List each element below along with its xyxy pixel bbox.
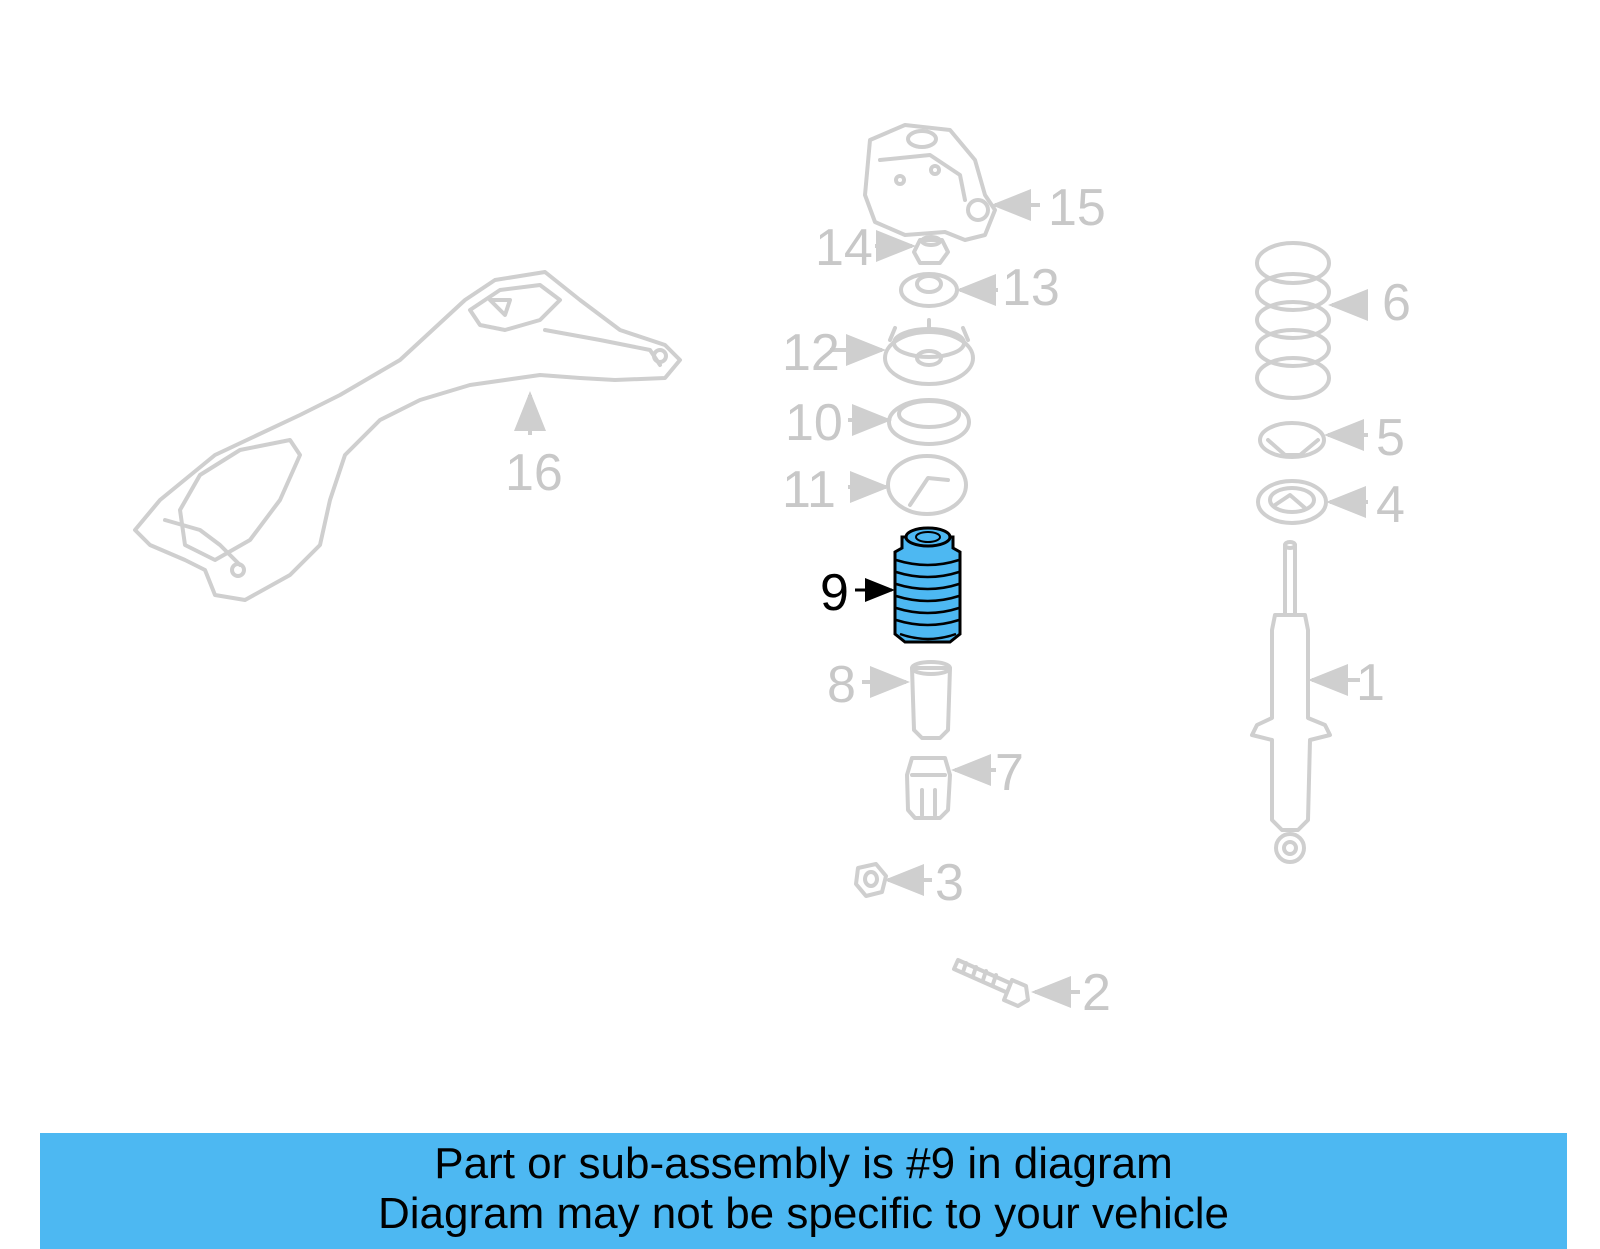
callout-8: 8: [827, 656, 856, 714]
caption-line-2: Diagram may not be specific to your vehi…: [377, 1189, 1230, 1238]
callout-15: 15: [1048, 179, 1106, 237]
callout-10: 10: [785, 394, 843, 452]
strut-mount-part-15: [863, 123, 997, 242]
spring-seat-part-12: [883, 318, 975, 386]
callout-4: 4: [1376, 476, 1405, 534]
callout-13: 13: [1002, 259, 1060, 317]
callout-3: 3: [935, 854, 964, 912]
dust-cap-part-11: [886, 454, 968, 516]
caption-line-1: Part or sub-assembly is #9 in diagram: [434, 1139, 1173, 1188]
callout-9: 9: [820, 564, 849, 622]
callout-16: 16: [505, 444, 563, 502]
callout-7: 7: [995, 744, 1024, 802]
callout-5: 5: [1376, 409, 1405, 467]
callout-12: 12: [782, 324, 840, 382]
bolt-part-2: [952, 958, 1030, 1008]
nut-part-14: [912, 235, 950, 265]
callout-11: 11: [782, 461, 836, 519]
bump-stop-part-8: [910, 660, 952, 740]
nut-part-3: [854, 862, 888, 898]
bearing-ring-part-10: [887, 398, 971, 446]
bellows-boot-part-9[interactable]: [893, 526, 962, 644]
callout-6: 6: [1382, 274, 1411, 332]
bushing-part-7: [905, 756, 952, 820]
subframe-part-16: [133, 270, 682, 602]
washer-part-13: [899, 272, 959, 308]
callout-14: 14: [815, 219, 873, 277]
spring-seat-part-4: [1256, 479, 1328, 525]
coil-spring-part-6: [1255, 241, 1331, 400]
spring-pad-part-5: [1258, 421, 1326, 459]
callout-1: 1: [1356, 654, 1385, 712]
shock-absorber-part-1: [1250, 540, 1332, 864]
caption-bar: Part or sub-assembly is #9 in diagram Di…: [40, 1133, 1567, 1249]
callout-2: 2: [1082, 964, 1111, 1022]
